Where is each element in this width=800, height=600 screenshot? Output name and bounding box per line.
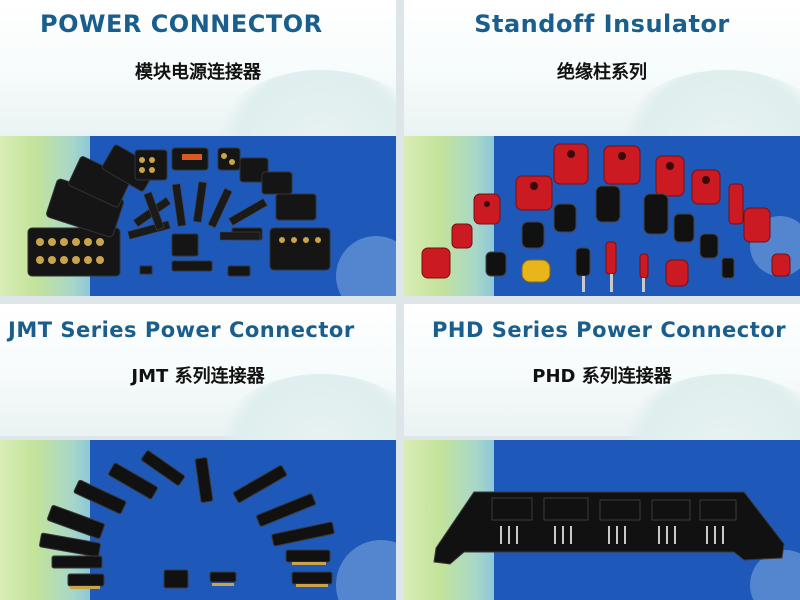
product-card-standoff-insulator[interactable]: Standoff Insulator 绝缘柱系列 (404, 0, 800, 296)
card-title: POWER CONNECTOR (40, 10, 323, 38)
product-photo-power-connector[interactable] (0, 136, 396, 296)
product-card-phd-series[interactable]: PHD Series Power Connector PHD 系列连接器 (404, 304, 800, 600)
product-card-jmt-series[interactable]: JMT Series Power Connector JMT 系列连接器 (0, 304, 396, 600)
product-photo-phd-series[interactable] (404, 440, 800, 600)
card-subtitle: 模块电源连接器 (135, 62, 261, 83)
product-photo-standoff-insulator[interactable] (404, 136, 800, 296)
jmt-connector-parts (39, 450, 335, 589)
card-header: PHD Series Power Connector PHD 系列连接器 (404, 304, 800, 544)
card-header: Standoff Insulator 绝缘柱系列 (404, 0, 800, 240)
product-photo-jmt-series[interactable] (0, 440, 396, 600)
product-card-power-connector[interactable]: POWER CONNECTOR 模块电源连接器 (0, 0, 396, 296)
card-subtitle: 绝缘柱系列 (557, 62, 647, 83)
card-header: JMT Series Power Connector JMT 系列连接器 (0, 304, 396, 544)
card-subtitle: PHD 系列连接器 (532, 366, 672, 387)
card-title: Standoff Insulator (474, 10, 730, 38)
power-connector-parts (27, 144, 331, 277)
phd-connector-parts (433, 491, 785, 565)
card-header: POWER CONNECTOR 模块电源连接器 (0, 0, 396, 240)
card-subtitle: JMT 系列连接器 (131, 366, 265, 387)
card-title: JMT Series Power Connector (8, 318, 355, 342)
card-title: PHD Series Power Connector (432, 318, 787, 342)
standoff-insulator-parts (421, 143, 791, 292)
